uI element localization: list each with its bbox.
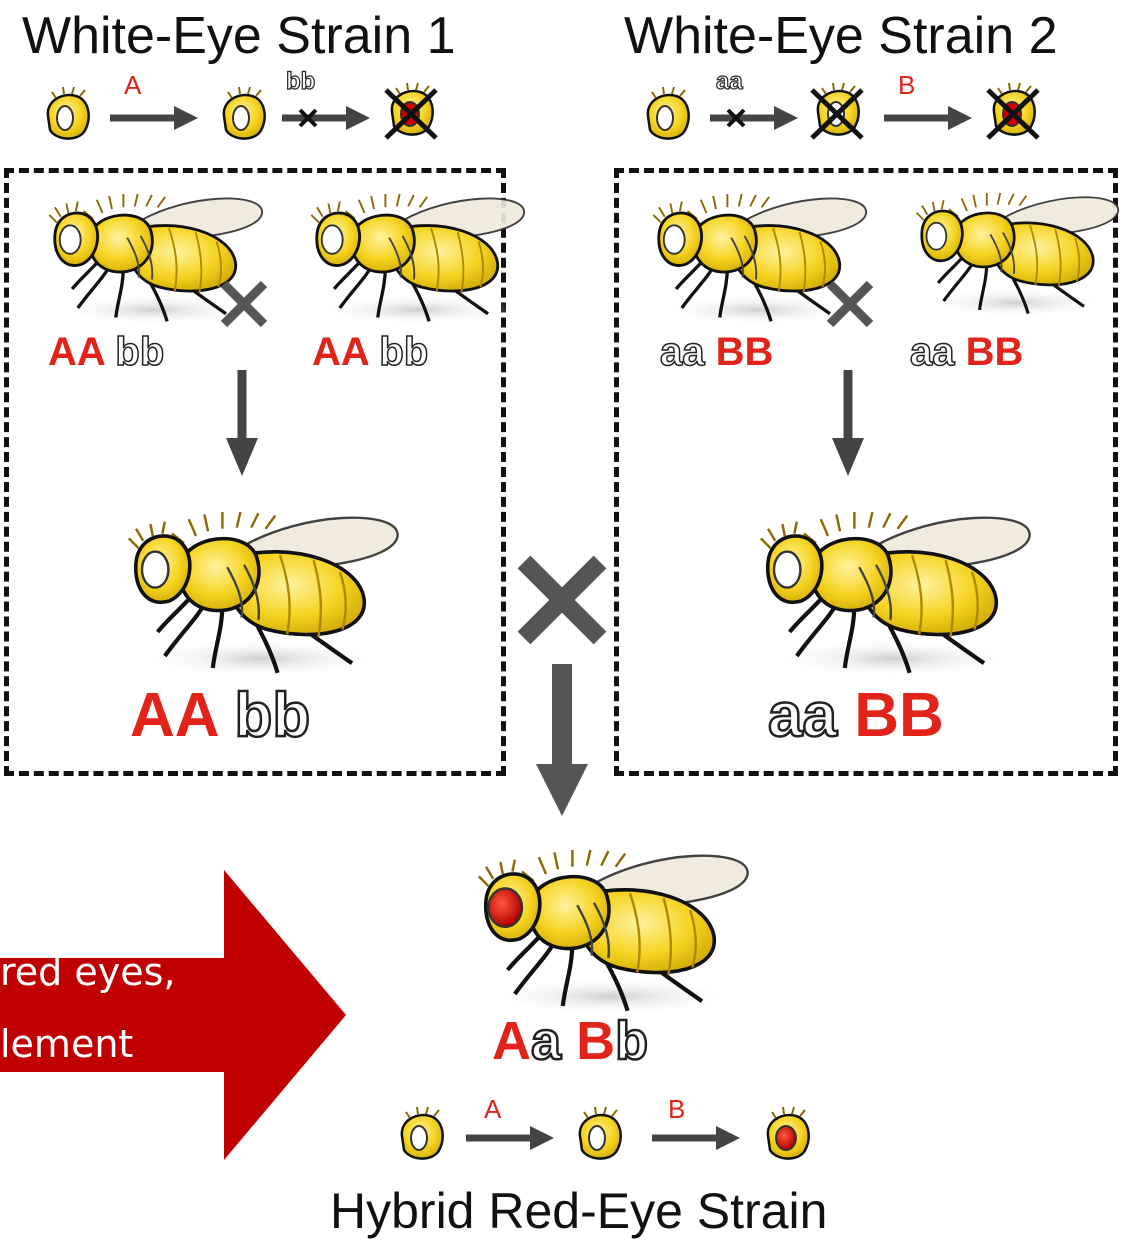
callout-text-line1: red eyes,	[0, 950, 176, 994]
allele-recessive: aa	[767, 680, 838, 752]
genotype-label: AA bb	[312, 329, 429, 375]
pathway-gene-label: bb	[285, 67, 316, 95]
pathway-arrow-icon	[652, 1118, 742, 1158]
allele-recessive: bb	[233, 680, 311, 752]
fly-offspring	[112, 488, 400, 680]
strain2-cross-box	[614, 168, 1118, 776]
pathway-arrow-icon	[110, 98, 200, 138]
fly-hybrid	[462, 826, 750, 1018]
down-arrow-icon	[832, 370, 864, 476]
allele-dominant: AA	[130, 681, 218, 750]
pathway-gene-label: aa	[715, 67, 743, 95]
pathway-gene-label: B	[898, 70, 916, 100]
down-arrow-icon	[536, 664, 588, 816]
strain2-title: White-Eye Strain 2	[624, 7, 1058, 65]
fly-head-icon	[46, 85, 90, 140]
fly-head-icon	[400, 1105, 444, 1160]
allele-dominant: B	[576, 1011, 616, 1071]
fly-head-red-eye-icon	[766, 1105, 810, 1160]
strain1-cross-box	[4, 168, 506, 776]
fly-parent	[915, 191, 1120, 319]
fly-head-crossed-icon	[810, 81, 864, 140]
allele-dominant: A	[492, 1011, 531, 1071]
callout-text-line2: lement	[0, 1022, 134, 1066]
hybrid-title: Hybrid Red-Eye Strain	[330, 1183, 828, 1239]
allele-dominant: BB	[854, 681, 944, 750]
allele-recessive: aa	[909, 329, 955, 375]
genotype-label: AA bb	[130, 680, 311, 752]
allele-dominant: AA	[48, 330, 105, 374]
hybrid-genotype: Aa Bb	[492, 1010, 650, 1073]
allele-recessive: b	[614, 1010, 650, 1073]
genotype-label: aa BB	[909, 329, 1024, 375]
pathway-arrow-icon	[884, 98, 974, 138]
allele-recessive: bb	[115, 329, 165, 375]
fly-head-icon	[646, 85, 690, 140]
fly-offspring	[744, 488, 1032, 680]
fly-head-icon	[578, 1105, 622, 1160]
pathway-arrow-icon	[466, 1118, 556, 1158]
pathway-gene-label: A	[484, 1094, 502, 1124]
cross-icon	[826, 280, 874, 328]
down-arrow-icon	[226, 370, 258, 476]
fly-parent	[309, 192, 526, 327]
fly-head-icon	[222, 85, 266, 140]
allele-recessive: bb	[379, 329, 429, 375]
genotype-label: AA bb	[48, 329, 165, 375]
pathway-gene-label: B	[668, 1094, 686, 1124]
genotype-label: aa BB	[767, 680, 944, 752]
genotype-label: aa BB	[659, 329, 774, 375]
strain1-title: White-Eye Strain 1	[22, 7, 456, 65]
pathway-gene-label: A	[124, 70, 142, 100]
fly-head-crossed-icon	[384, 81, 438, 140]
blocked-arrow-icon	[282, 98, 372, 138]
allele-dominant: BB	[715, 330, 774, 374]
callout-arrow	[0, 870, 346, 1160]
blocked-arrow-icon	[710, 98, 800, 138]
allele-dominant: BB	[965, 330, 1024, 374]
allele-recessive: a	[530, 1010, 563, 1073]
cross-icon	[517, 555, 607, 645]
allele-dominant: AA	[312, 330, 369, 374]
cross-icon	[220, 280, 268, 328]
fly-head-crossed-icon	[986, 81, 1040, 140]
allele-recessive: aa	[659, 329, 705, 375]
